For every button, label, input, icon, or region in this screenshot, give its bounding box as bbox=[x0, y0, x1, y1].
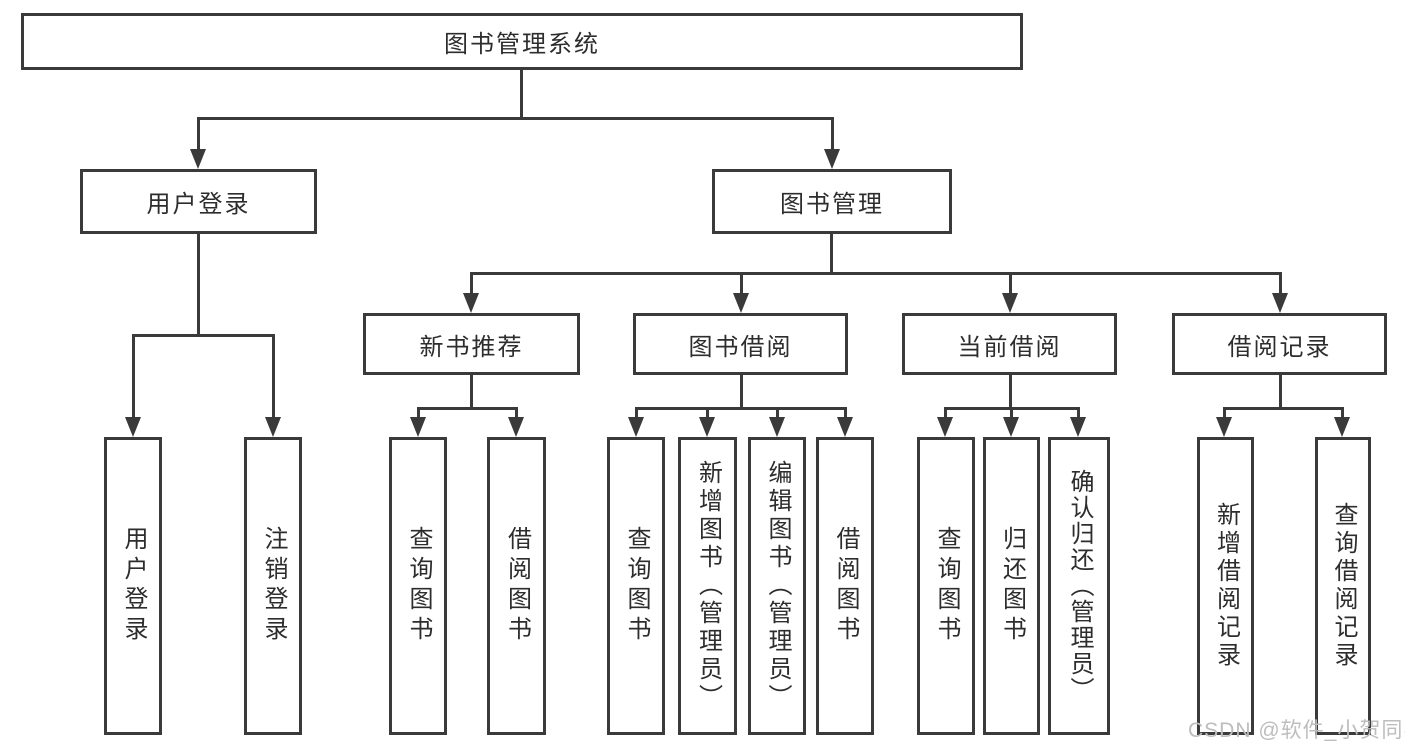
arrowhead bbox=[937, 417, 953, 437]
node-label: 确认归还（管理员） bbox=[1066, 469, 1093, 703]
connector-line bbox=[417, 407, 420, 419]
node-borrow-records: 借阅记录 bbox=[1172, 313, 1387, 375]
connector-line bbox=[1077, 407, 1080, 419]
leaf-query-books-recommend: 查询图书 bbox=[389, 437, 447, 735]
connector-line bbox=[1279, 375, 1282, 410]
arrowhead bbox=[125, 417, 141, 437]
node-label: 编辑图书（管理员） bbox=[764, 460, 791, 712]
arrowhead bbox=[699, 417, 715, 437]
node-label: 新增借阅记录 bbox=[1212, 502, 1240, 670]
arrowhead bbox=[1002, 293, 1018, 313]
connector-line bbox=[830, 234, 833, 275]
leaf-query-books-current: 查询图书 bbox=[917, 437, 975, 735]
arrowhead bbox=[733, 293, 749, 313]
connector-line bbox=[776, 407, 779, 419]
csdn-watermark: CSDN @软件_小贺同学 bbox=[1188, 719, 1405, 742]
node-label: 借阅记录 bbox=[1227, 333, 1332, 361]
node-label: 查询图书 bbox=[405, 526, 432, 646]
node-label: 图书管理系统 bbox=[444, 31, 600, 58]
connector-line bbox=[1279, 272, 1282, 294]
connector-line bbox=[197, 117, 834, 120]
connector-line bbox=[515, 407, 518, 419]
node-label: 查询图书 bbox=[933, 526, 960, 646]
connector-line bbox=[1223, 407, 1226, 419]
arrowhead bbox=[1003, 417, 1019, 437]
connector-line bbox=[132, 334, 275, 337]
connector-line bbox=[520, 69, 523, 120]
arrowhead bbox=[824, 149, 840, 169]
connector-line bbox=[844, 407, 847, 419]
arrowhead bbox=[769, 417, 785, 437]
connector-line bbox=[635, 407, 638, 419]
leaf-query-books-borrow: 查询图书 bbox=[607, 437, 665, 735]
connector-line bbox=[706, 407, 709, 419]
node-label: 新增图书（管理员） bbox=[694, 460, 722, 712]
node-book-borrow: 图书借阅 bbox=[633, 313, 848, 375]
connector-line bbox=[944, 407, 947, 419]
arrowhead bbox=[265, 417, 281, 437]
connector-line bbox=[272, 334, 275, 419]
arrowhead bbox=[463, 293, 479, 313]
arrowhead bbox=[508, 417, 524, 437]
leaf-user-login: 用户登录 bbox=[104, 437, 162, 735]
connector-line bbox=[831, 117, 834, 152]
node-label: 用户登录 bbox=[146, 191, 251, 218]
node-label: 新书推荐 bbox=[419, 333, 524, 361]
leaf-query-borrow-record: 查询借阅记录 bbox=[1315, 437, 1371, 735]
arrowhead bbox=[1272, 293, 1288, 313]
node-label: 图书管理 bbox=[780, 191, 884, 218]
arrowhead bbox=[1070, 417, 1086, 437]
connector-line bbox=[470, 272, 473, 294]
connector-line bbox=[1341, 407, 1344, 419]
leaf-logout: 注销登录 bbox=[244, 437, 302, 735]
connector-line bbox=[197, 234, 200, 337]
node-book-management: 图书管理 bbox=[712, 169, 952, 234]
arrowhead bbox=[628, 417, 644, 437]
arrowhead bbox=[1334, 417, 1350, 437]
leaf-borrow-books: 借阅图书 bbox=[816, 437, 874, 735]
arrowhead bbox=[837, 417, 853, 437]
connector-line bbox=[1223, 407, 1344, 410]
node-label: 查询借阅记录 bbox=[1330, 502, 1357, 670]
node-label: 当前借阅 bbox=[957, 333, 1062, 361]
connector-line bbox=[1010, 407, 1013, 419]
arrowhead bbox=[190, 149, 206, 169]
node-user-login: 用户登录 bbox=[80, 169, 317, 234]
connector-line bbox=[1009, 375, 1012, 410]
node-label: 归还图书 bbox=[998, 526, 1026, 646]
arrowhead bbox=[410, 417, 426, 437]
node-label: 用户登录 bbox=[120, 526, 147, 646]
connector-line bbox=[470, 272, 1282, 275]
connector-line bbox=[635, 407, 846, 410]
leaf-add-borrow-record: 新增借阅记录 bbox=[1197, 437, 1254, 735]
node-root-library-system: 图书管理系统 bbox=[21, 13, 1023, 70]
leaf-edit-books-admin: 编辑图书（管理员） bbox=[748, 437, 806, 735]
leaf-borrow-books-recommend: 借阅图书 bbox=[487, 437, 546, 735]
node-label: 图书借阅 bbox=[688, 333, 793, 361]
connector-line bbox=[740, 272, 743, 294]
node-current-borrow: 当前借阅 bbox=[902, 313, 1117, 375]
leaf-return-books: 归还图书 bbox=[983, 437, 1040, 735]
connector-line bbox=[470, 375, 473, 410]
node-new-book-recommend: 新书推荐 bbox=[363, 313, 580, 375]
connector-line bbox=[132, 334, 135, 419]
connector-line bbox=[417, 407, 518, 410]
arrowhead bbox=[1216, 417, 1232, 437]
node-label: 借阅图书 bbox=[503, 526, 531, 646]
connector-line bbox=[197, 117, 200, 152]
leaf-confirm-return-admin: 确认归还（管理员） bbox=[1048, 437, 1110, 735]
node-label: 注销登录 bbox=[260, 526, 287, 646]
leaf-add-books-admin: 新增图书（管理员） bbox=[678, 437, 737, 735]
connector-line bbox=[1009, 272, 1012, 294]
node-label: 查询图书 bbox=[623, 526, 650, 646]
node-label: 借阅图书 bbox=[832, 526, 859, 646]
connector-line bbox=[740, 375, 743, 410]
